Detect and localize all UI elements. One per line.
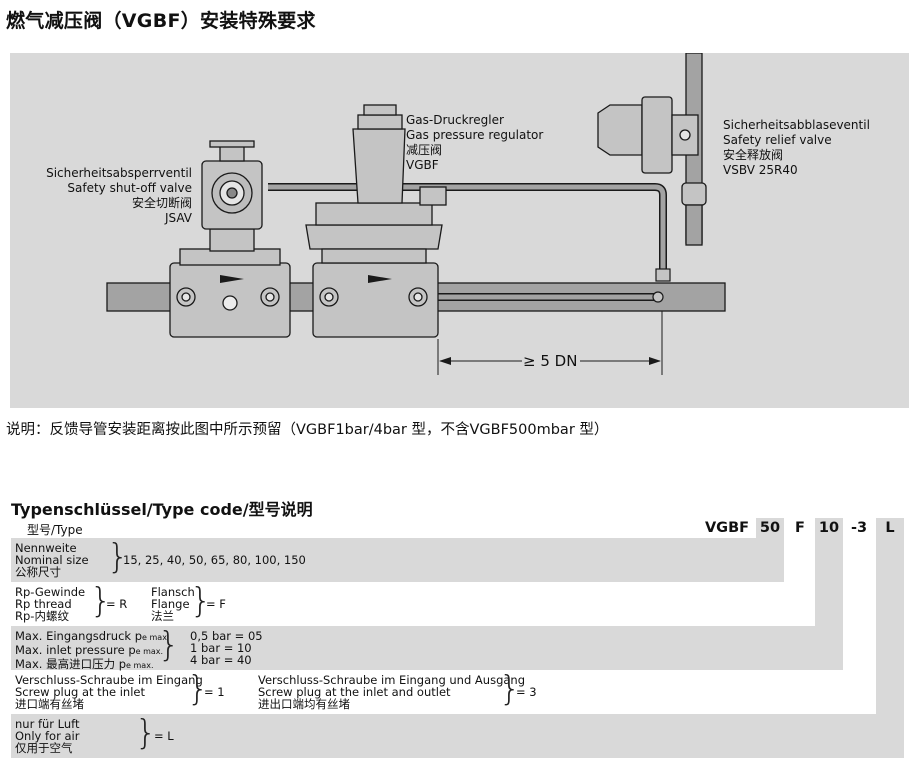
size-values: 15, 25, 40, 50, 65, 80, 100, 150 (123, 553, 306, 567)
thread-value: = R (106, 597, 128, 611)
shutoff-valve (169, 140, 291, 338)
installation-diagram (10, 52, 909, 408)
impulse-connection (655, 268, 671, 282)
tube-end (652, 291, 664, 303)
typecode-title: Typenschlüssel/Type code/型号说明 (11, 500, 313, 519)
flange-value: = F (206, 597, 226, 611)
plug-both-brace: } (499, 669, 521, 709)
code-plug: -3 (850, 520, 868, 536)
code-size: 50 (756, 518, 784, 538)
pressure-labels: Max. Eingangsdruck pe max Max. inlet pre… (15, 629, 167, 671)
dim-arrow-left (439, 357, 451, 365)
impulse-line (268, 184, 666, 277)
code-connection: F (795, 520, 805, 536)
regulator-flow-arrow (368, 275, 392, 283)
plug-inlet-brace: } (187, 669, 209, 709)
diagram-background (10, 53, 909, 408)
flange-brace: } (190, 581, 212, 621)
code-air: L (876, 518, 904, 538)
code-pressure: 10 (815, 518, 843, 538)
code-vgbf: VGBF (704, 520, 750, 536)
typecode-subtitle: 型号/Type (27, 523, 83, 537)
pressure-regulator (305, 104, 447, 338)
diagram-drawing (10, 52, 909, 408)
row-air (11, 714, 904, 758)
distance-label: ≥ 5 DN (523, 352, 578, 370)
air-brace: } (135, 713, 157, 753)
plug-both-labels: Verschluss-Schraube im Eingang und Ausga… (258, 673, 526, 711)
shutoff-flow-arrow (220, 275, 244, 283)
note-text: 说明：反馈导管安装距离按此图中所示预留（VGBF1bar/4bar 型，不含VG… (6, 422, 609, 438)
row-pressure (11, 626, 843, 670)
row-size (11, 538, 784, 582)
pressure-brace: } (158, 625, 180, 665)
page-title: 燃气减压阀（VGBF）安装特殊要求 (6, 10, 316, 32)
thread-brace: } (90, 581, 112, 621)
air-value: = L (154, 729, 174, 743)
dim-arrow-right (649, 357, 661, 365)
plug-inlet-value: = 1 (204, 685, 225, 699)
size-brace: } (107, 537, 129, 577)
relief-valve (597, 96, 707, 246)
plug-both-value: = 3 (516, 685, 537, 699)
